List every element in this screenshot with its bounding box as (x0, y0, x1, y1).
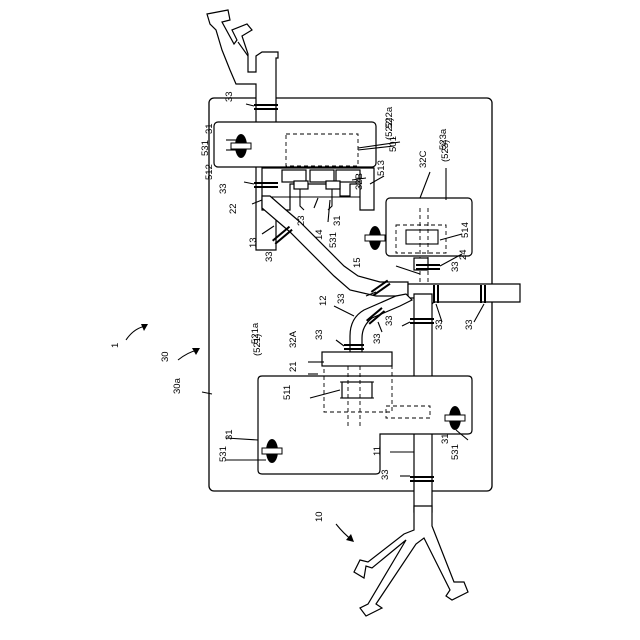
label-32a: 32A (288, 330, 299, 348)
label-33-right3: 33 (464, 319, 475, 330)
label-531-top: 531 (200, 140, 211, 156)
fixing-531-right-unit (365, 226, 385, 250)
label-531-right: 531 (328, 232, 339, 248)
label-514: 514 (460, 222, 471, 238)
label-32b: 32B (354, 173, 365, 190)
label-33-mid2: 33 (314, 329, 325, 340)
label-501: 501 (388, 136, 399, 152)
label-32c: 32C (418, 150, 429, 168)
label-14: 14 (314, 229, 325, 240)
label-33-bottom: 33 (380, 469, 391, 480)
label-31-lower-left: 31 (224, 429, 235, 440)
label-33-right1: 33 (450, 261, 461, 272)
label-523: (523) (440, 140, 451, 162)
label-531-lower-right: 531 (450, 444, 461, 460)
label-33-mid1: 33 (336, 293, 347, 304)
label-30: 30 (160, 351, 171, 362)
label-513: 513 (376, 160, 387, 176)
inlet-pipe-10 (354, 506, 468, 616)
label-33-mid4: 33 (384, 315, 395, 326)
label-521: (521) (252, 334, 263, 356)
label-15: 15 (352, 257, 363, 268)
label-33-mid3: 33 (372, 333, 383, 344)
label-512: 512 (204, 164, 215, 180)
label-24: 24 (458, 249, 469, 260)
label-31-lower-right: 31 (440, 433, 451, 444)
label-21: 21 (288, 361, 299, 372)
label-22: 22 (228, 203, 239, 214)
label-33-top1: 33 (224, 91, 235, 102)
label-33-right2: 33 (434, 319, 445, 330)
label-12: 12 (318, 295, 329, 306)
label-30a: 30a (172, 377, 183, 394)
label-1: 1 (110, 343, 121, 348)
label-31-top: 31 (204, 123, 215, 134)
label-11: 11 (372, 446, 383, 456)
label-531-lower-left: 531 (218, 446, 229, 462)
label-23: 23 (296, 215, 307, 226)
label-10: 10 (314, 511, 325, 522)
label-33-top2: 33 (218, 183, 229, 194)
label-31-right: 31 (332, 215, 343, 226)
label-33-pipe13: 33 (264, 251, 275, 262)
label-13: 13 (248, 237, 259, 248)
label-511: 511 (282, 385, 293, 400)
